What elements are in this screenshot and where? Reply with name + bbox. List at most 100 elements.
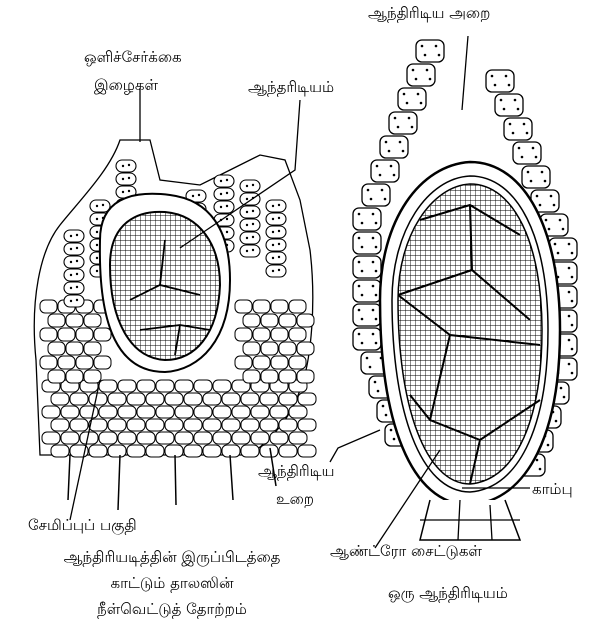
storage-cell [271, 300, 288, 313]
storage-cell [94, 356, 111, 369]
filament-cell [116, 173, 136, 185]
filament-cell [266, 226, 286, 238]
jacket-cell [513, 142, 541, 164]
label-stalk: காம்பு [532, 480, 573, 498]
caption-left-line2: காட்டும் தாலஸின் [22, 574, 322, 592]
filament-cell [266, 239, 286, 251]
storage-cell [146, 445, 164, 457]
jacket-cell [371, 160, 399, 182]
storage-cell [137, 432, 155, 444]
label-photosynthetic-filaments-1: ஒளிச்சேர்க்கை [84, 48, 182, 66]
jacket-cell [504, 118, 532, 140]
storage-cell [241, 393, 259, 405]
storage-cell [235, 328, 252, 341]
storage-cell [243, 314, 260, 327]
storage-cell [260, 419, 278, 431]
storage-cell [203, 419, 221, 431]
storage-cell [48, 314, 65, 327]
label-photosynthetic-filaments-2: இழைகள் [94, 76, 158, 94]
storage-cell [58, 356, 75, 369]
filament-cell [64, 230, 84, 242]
jacket-cell [362, 184, 390, 206]
storage-cell [61, 406, 79, 418]
storage-cell [260, 445, 278, 457]
storage-cell [297, 342, 314, 355]
storage-cell [297, 314, 314, 327]
storage-cell [165, 419, 183, 431]
storage-cell [137, 406, 155, 418]
storage-cell [222, 419, 240, 431]
storage-cell [261, 370, 278, 383]
storage-cell [118, 380, 136, 392]
storage-cell [194, 380, 212, 392]
label-antheridial-chamber: ஆந்திரிடிய அறை [368, 4, 490, 22]
filament-cell [90, 200, 110, 212]
storage-cell [279, 393, 297, 405]
storage-cell [279, 314, 296, 327]
jacket-cell [353, 232, 381, 254]
filament-cell [266, 213, 286, 225]
filament-cell [64, 269, 84, 281]
storage-cell [94, 328, 111, 341]
jacket-cell [380, 136, 408, 158]
caption-left-line1: ஆந்திரியடித்தின் இருப்பிடத்தை [22, 548, 322, 566]
leader-jacket [330, 430, 380, 462]
storage-cell [241, 419, 259, 431]
jacket-cell [353, 256, 381, 278]
storage-cell [289, 328, 306, 341]
storage-cell [84, 370, 101, 383]
storage-cell [297, 370, 314, 383]
storage-cell [42, 432, 60, 444]
storage-cell [51, 393, 69, 405]
jacket-cell [486, 70, 514, 92]
filament-cell [266, 265, 286, 277]
storage-cell [289, 432, 307, 444]
jacket-cell [353, 280, 381, 302]
filament-cell [64, 282, 84, 294]
storage-cell [289, 356, 306, 369]
filament-cell [240, 232, 260, 244]
storage-cell [261, 314, 278, 327]
filament-cell [64, 243, 84, 255]
filament-cell [266, 200, 286, 212]
jacket-cell [407, 64, 435, 86]
storage-cell [184, 445, 202, 457]
storage-cell [243, 370, 260, 383]
storage-cell [289, 300, 306, 313]
storage-cell [146, 393, 164, 405]
storage-cell [61, 432, 79, 444]
filament-cell [214, 175, 234, 187]
leader-chamber [462, 36, 468, 110]
storage-cell [175, 406, 193, 418]
jacket-cell [522, 166, 550, 188]
storage-cell [184, 419, 202, 431]
storage-cell [222, 393, 240, 405]
storage-cell [89, 445, 107, 457]
storage-cell [40, 300, 57, 313]
storage-cell [279, 419, 297, 431]
storage-cell [235, 300, 252, 313]
label-storage-region: சேமிப்புப் பகுதி [28, 516, 137, 534]
storage-cell [194, 432, 212, 444]
storage-cell [175, 432, 193, 444]
storage-cell [222, 445, 240, 457]
jacket-cell [416, 40, 444, 62]
single-antheridium [353, 40, 577, 540]
storage-cell [99, 406, 117, 418]
storage-cell [251, 406, 269, 418]
storage-cell [260, 393, 278, 405]
storage-cell [279, 445, 297, 457]
caption-left-line3: நீள்வெட்டுத் தோற்றம் [22, 600, 322, 618]
storage-cell [270, 406, 288, 418]
storage-cell [279, 370, 296, 383]
storage-cell [232, 406, 250, 418]
filament-cell [240, 206, 260, 218]
storage-cell [127, 419, 145, 431]
storage-cell [80, 406, 98, 418]
storage-cell [203, 445, 221, 457]
filament-cell [240, 245, 260, 257]
storage-cell [165, 445, 183, 457]
storage-cell [156, 432, 174, 444]
storage-cell [253, 328, 270, 341]
